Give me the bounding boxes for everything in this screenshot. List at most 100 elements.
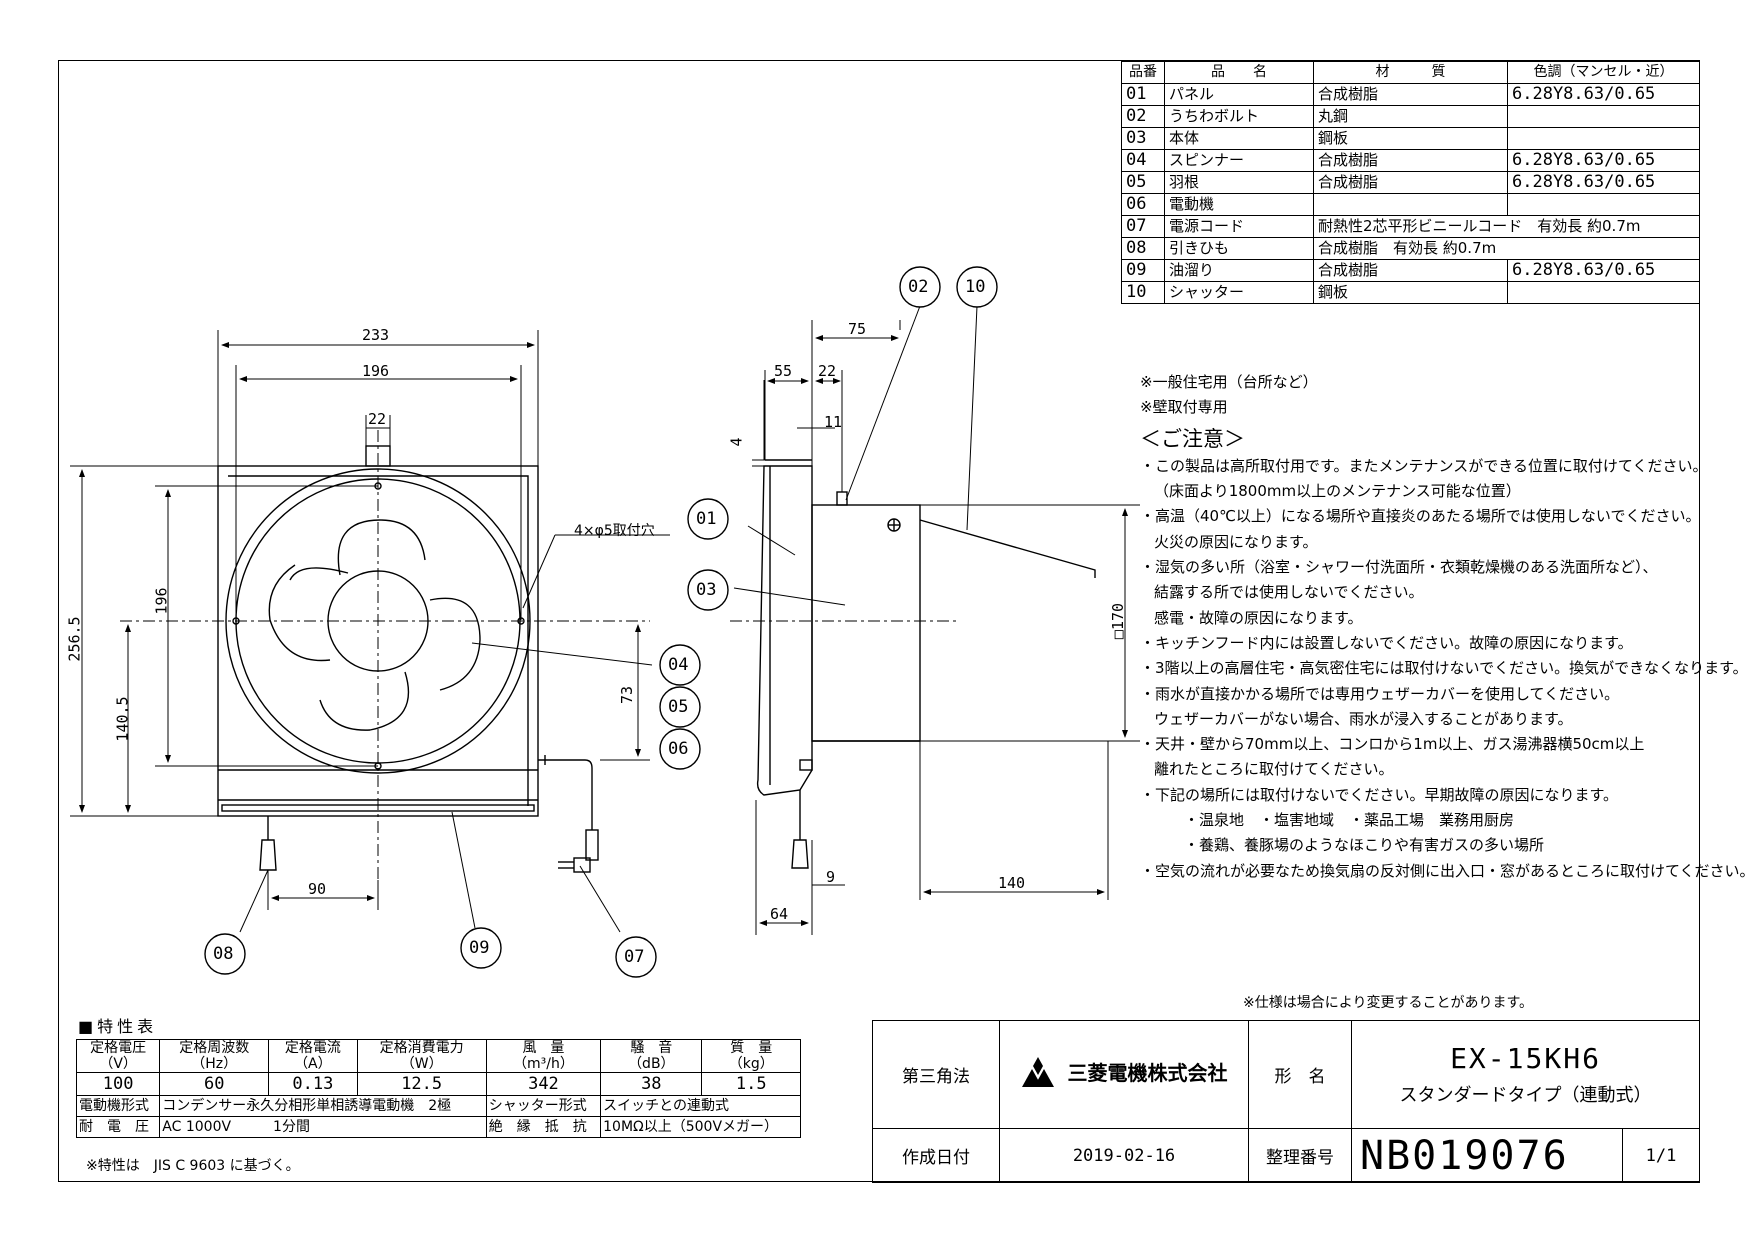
- dim-pull-offset: 90: [308, 880, 327, 898]
- spec-value-power: 12.5: [356, 1072, 487, 1096]
- callout-09: 09: [469, 938, 490, 958]
- callout-10: 10: [965, 277, 986, 297]
- caution-line: ・温泉地 ・塩害地域 ・薬品工場 業務用厨房: [1184, 811, 1515, 830]
- voltage-value: AC 1000V 1分間: [159, 1116, 487, 1138]
- callout-03: 03: [696, 580, 717, 600]
- table-row: 06 電動機: [1121, 193, 1700, 216]
- document-number: NB019076: [1351, 1128, 1623, 1183]
- caution-line: 感電・故障の原因になります。: [1154, 608, 1363, 627]
- dim-side-140: 140: [998, 874, 1026, 892]
- dim-height-center: 140.5: [113, 696, 132, 742]
- spec-value-current: 0.13: [268, 1072, 358, 1096]
- shutter-label: シャッター形式: [485, 1095, 602, 1117]
- motor-label: 電動機形式: [75, 1095, 161, 1117]
- cautions-heading: ＜ご注意＞: [1140, 426, 1245, 451]
- table-row: 09 油溜り 合成樹脂 6.28Y8.63/0.65: [1121, 259, 1700, 282]
- spec-value-airflow: 342: [485, 1072, 602, 1096]
- spec-header: 定格周波数（Hz）: [159, 1039, 270, 1073]
- spec-table: 定格電圧（V） 定格周波数（Hz） 定格電流（A） 定格消費電力（W） 風 量（…: [75, 1039, 801, 1138]
- cautions-block: ※一般住宅用（台所など） ※壁取付専用 ＜ご注意＞ ・この製品は高所取付用です。…: [1140, 370, 1754, 884]
- motor-value: コンデンサー永久分相形単相誘導電動機 2極: [159, 1095, 487, 1117]
- mitsubishi-logo-icon: [1021, 1057, 1055, 1092]
- caution-line: 結露する所では使用しないでください。: [1154, 583, 1424, 602]
- callout-07: 07: [624, 947, 645, 967]
- table-row: 03 本体 鋼板: [1121, 127, 1700, 150]
- dim-height-inner: 196: [152, 587, 171, 615]
- caution-line: ・この製品は高所取付用です。またメンテナンスができる位置に取付けてください。: [1140, 456, 1708, 475]
- parts-header-material: 材 質: [1313, 61, 1508, 84]
- dim-front-inner: 196: [362, 362, 390, 380]
- dim-side-64: 64: [770, 905, 789, 923]
- callout-04: 04: [668, 655, 689, 675]
- caution-line: ・下記の場所には取付けないでください。早期故障の原因になります。: [1140, 785, 1619, 804]
- spec-header: 定格電流（A）: [268, 1039, 358, 1073]
- table-row: 07 電源コード 耐熱性2芯平形ビニールコード 有効長 約0.7m: [1121, 215, 1700, 238]
- date-label: 作成日付: [872, 1128, 1000, 1183]
- callout-08: 08: [213, 944, 234, 964]
- caution-line: ・空気の流れが必要なため換気扇の反対側に出入口・窓があるところに取付けてください…: [1140, 861, 1754, 880]
- spec-change-note: ※仕様は場合により変更することがあります。: [1243, 995, 1534, 1011]
- caution-line: ・キッチンフード内には設置しないでください。故障の原因になります。: [1140, 633, 1633, 652]
- model-number: EX-15KH6: [1450, 1042, 1601, 1075]
- company-name: 三菱電機株式会社: [1067, 1061, 1228, 1085]
- spec-header: 騒 音（dB）: [600, 1039, 703, 1073]
- spec-table-title: ■特性表: [78, 1017, 158, 1036]
- callout-01: 01: [696, 509, 717, 529]
- number-label: 整理番号: [1248, 1128, 1352, 1183]
- caution-line: ・天井・壁から70mm以上、コンロから1m以上、ガス湯沸器横50cm以上: [1140, 735, 1645, 754]
- table-row: 08 引きひも 合成樹脂 有効長 約0.7m: [1121, 237, 1700, 260]
- table-row: 10 シャッター 鋼板: [1121, 281, 1700, 304]
- spec-header: 質 量（kg）: [701, 1039, 801, 1073]
- spec-value-mass: 1.5: [701, 1072, 801, 1096]
- dim-front-width: 233: [362, 326, 390, 344]
- parts-header-name: 品 名: [1164, 61, 1314, 84]
- title-block: 第三角法 三菱電機株式会社 形 名 EX-15KH6 スタンダードタイプ（連動式…: [872, 1020, 1700, 1183]
- spec-value-voltage: 100: [75, 1072, 161, 1096]
- dim-cord-width: 22: [368, 410, 387, 428]
- caution-line: 火災の原因になります。: [1154, 532, 1318, 551]
- model-label: 形 名: [1248, 1020, 1352, 1129]
- spec-value-noise: 38: [600, 1072, 703, 1096]
- date-value: 2019-02-16: [999, 1128, 1249, 1183]
- dim-holes: 4×φ5取付穴: [574, 523, 655, 539]
- usage-note-1: ※一般住宅用（台所など）: [1140, 373, 1318, 391]
- dim-cord-offset: 73: [618, 685, 637, 705]
- side-panel: [756, 465, 813, 796]
- table-row: 04 スピンナー 合成樹脂 6.28Y8.63/0.65: [1121, 149, 1700, 172]
- model-description: スタンダードタイプ（連動式）: [1399, 1085, 1652, 1106]
- spec-value-frequency: 60: [159, 1072, 270, 1096]
- insulation-label: 絶 縁 抵 抗: [485, 1116, 602, 1138]
- caution-line: （床面より1800mm以上のメンテナンス可能な位置）: [1154, 482, 1521, 501]
- dim-side-9: 9: [826, 868, 836, 886]
- side-body: [811, 504, 921, 742]
- spec-header: 風 量（m³/h）: [485, 1039, 602, 1073]
- projection-label: 第三角法: [872, 1020, 1000, 1129]
- dim-side-11: 11: [824, 413, 843, 431]
- page-number: 1/1: [1622, 1128, 1700, 1183]
- insulation-value: 10MΩ以上（500Vメガー）: [600, 1116, 801, 1138]
- caution-line: ・雨水が直接かかる場所では専用ウェザーカバーを使用してください。: [1140, 684, 1620, 703]
- spec-header: 定格電圧（V）: [75, 1039, 161, 1073]
- company-cell: 三菱電機株式会社: [999, 1020, 1249, 1129]
- caution-line: ウェザーカバーがない場合、雨水が浸入することがあります。: [1154, 709, 1573, 728]
- caution-line: ・3階以上の高層住宅・高気密住宅には取付けないでください。換気ができなくなります…: [1140, 659, 1748, 678]
- dim-side-4: 4: [727, 437, 746, 447]
- spec-note: ※特性は JIS C 9603 に基づく。: [86, 1158, 300, 1174]
- shutter-value: スイッチとの連動式: [600, 1095, 801, 1117]
- callout-06: 06: [668, 739, 689, 759]
- dim-side-75: 75: [848, 320, 867, 338]
- table-row: 01 パネル 合成樹脂 6.28Y8.63/0.65: [1121, 83, 1700, 106]
- caution-line: ・養鶏、養豚場のようなほこりや有害ガスの多い場所: [1184, 836, 1545, 855]
- table-row: 05 羽根 合成樹脂 6.28Y8.63/0.65: [1121, 171, 1700, 194]
- parts-header-color: 色調（マンセル・近）: [1507, 61, 1700, 84]
- dim-height-total: 256.5: [65, 616, 84, 662]
- dim-side-170: □170: [1109, 602, 1128, 640]
- caution-line: ・湿気の多い所（浴室・シャワー付洗面所・衣類乾燥機のある洗面所など）、: [1140, 558, 1658, 577]
- spec-header: 定格消費電力（W）: [356, 1039, 487, 1073]
- dim-side-22: 22: [818, 362, 837, 380]
- parts-table: 品番 品 名 材 質 色調（マンセル・近） 01 パネル 合成樹脂 6.28Y8…: [1121, 61, 1700, 304]
- caution-line: ・高温（40℃以上）になる場所や直接炎のあたる場所では使用しないでください。: [1140, 507, 1701, 526]
- usage-note-2: ※壁取付専用: [1140, 398, 1228, 417]
- parts-header-no: 品番: [1121, 61, 1165, 84]
